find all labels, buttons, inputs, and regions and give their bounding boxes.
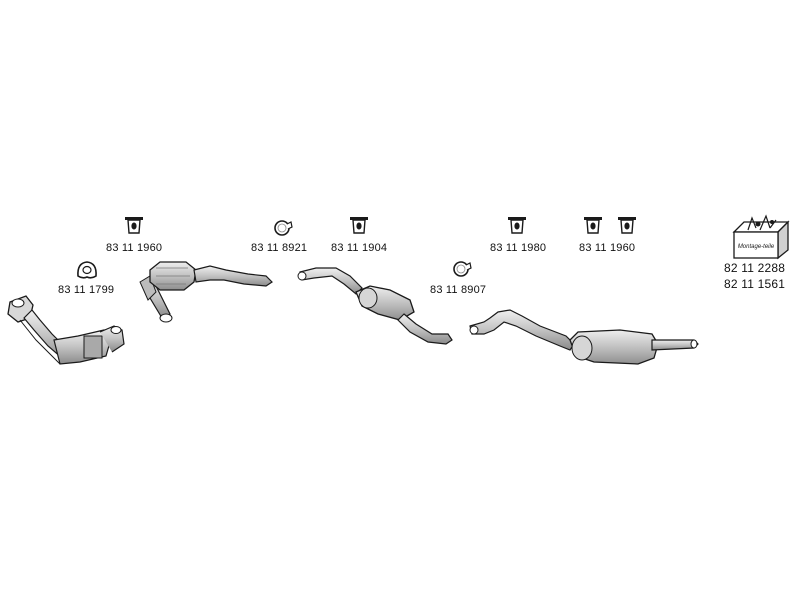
- middle-silencer-part: [297, 267, 453, 345]
- hanger-icon: [584, 217, 602, 234]
- part-number-label: 83 11 8907: [430, 284, 487, 296]
- part-number-label: 83 11 1799: [58, 284, 115, 296]
- front-pipe-part: [7, 295, 125, 365]
- mounting-kit-box-icon: Montage-teile: [732, 214, 790, 260]
- gasket-ring-icon: [77, 261, 97, 279]
- part-number-label: 83 11 8921: [251, 242, 308, 254]
- hanger-icon: [125, 217, 143, 234]
- part-number-label: 83 11 1904: [331, 242, 388, 254]
- kit-box-label: Montage-teile: [738, 244, 775, 250]
- part-number-label: 82 11 2288: [724, 261, 786, 275]
- hanger-icon: [618, 217, 636, 234]
- clamp-icon: [274, 220, 293, 236]
- part-number-label: 83 11 1980: [490, 242, 547, 254]
- catalytic-converter-part: [139, 261, 273, 323]
- part-number-label: 83 11 1960: [579, 242, 636, 254]
- part-number-label: 83 11 1960: [106, 242, 163, 254]
- part-number-label: 82 11 1561: [724, 277, 786, 291]
- hanger-icon: [508, 217, 526, 234]
- hanger-icon: [350, 217, 368, 234]
- clamp-icon: [453, 261, 472, 277]
- rear-silencer-part: [469, 309, 699, 365]
